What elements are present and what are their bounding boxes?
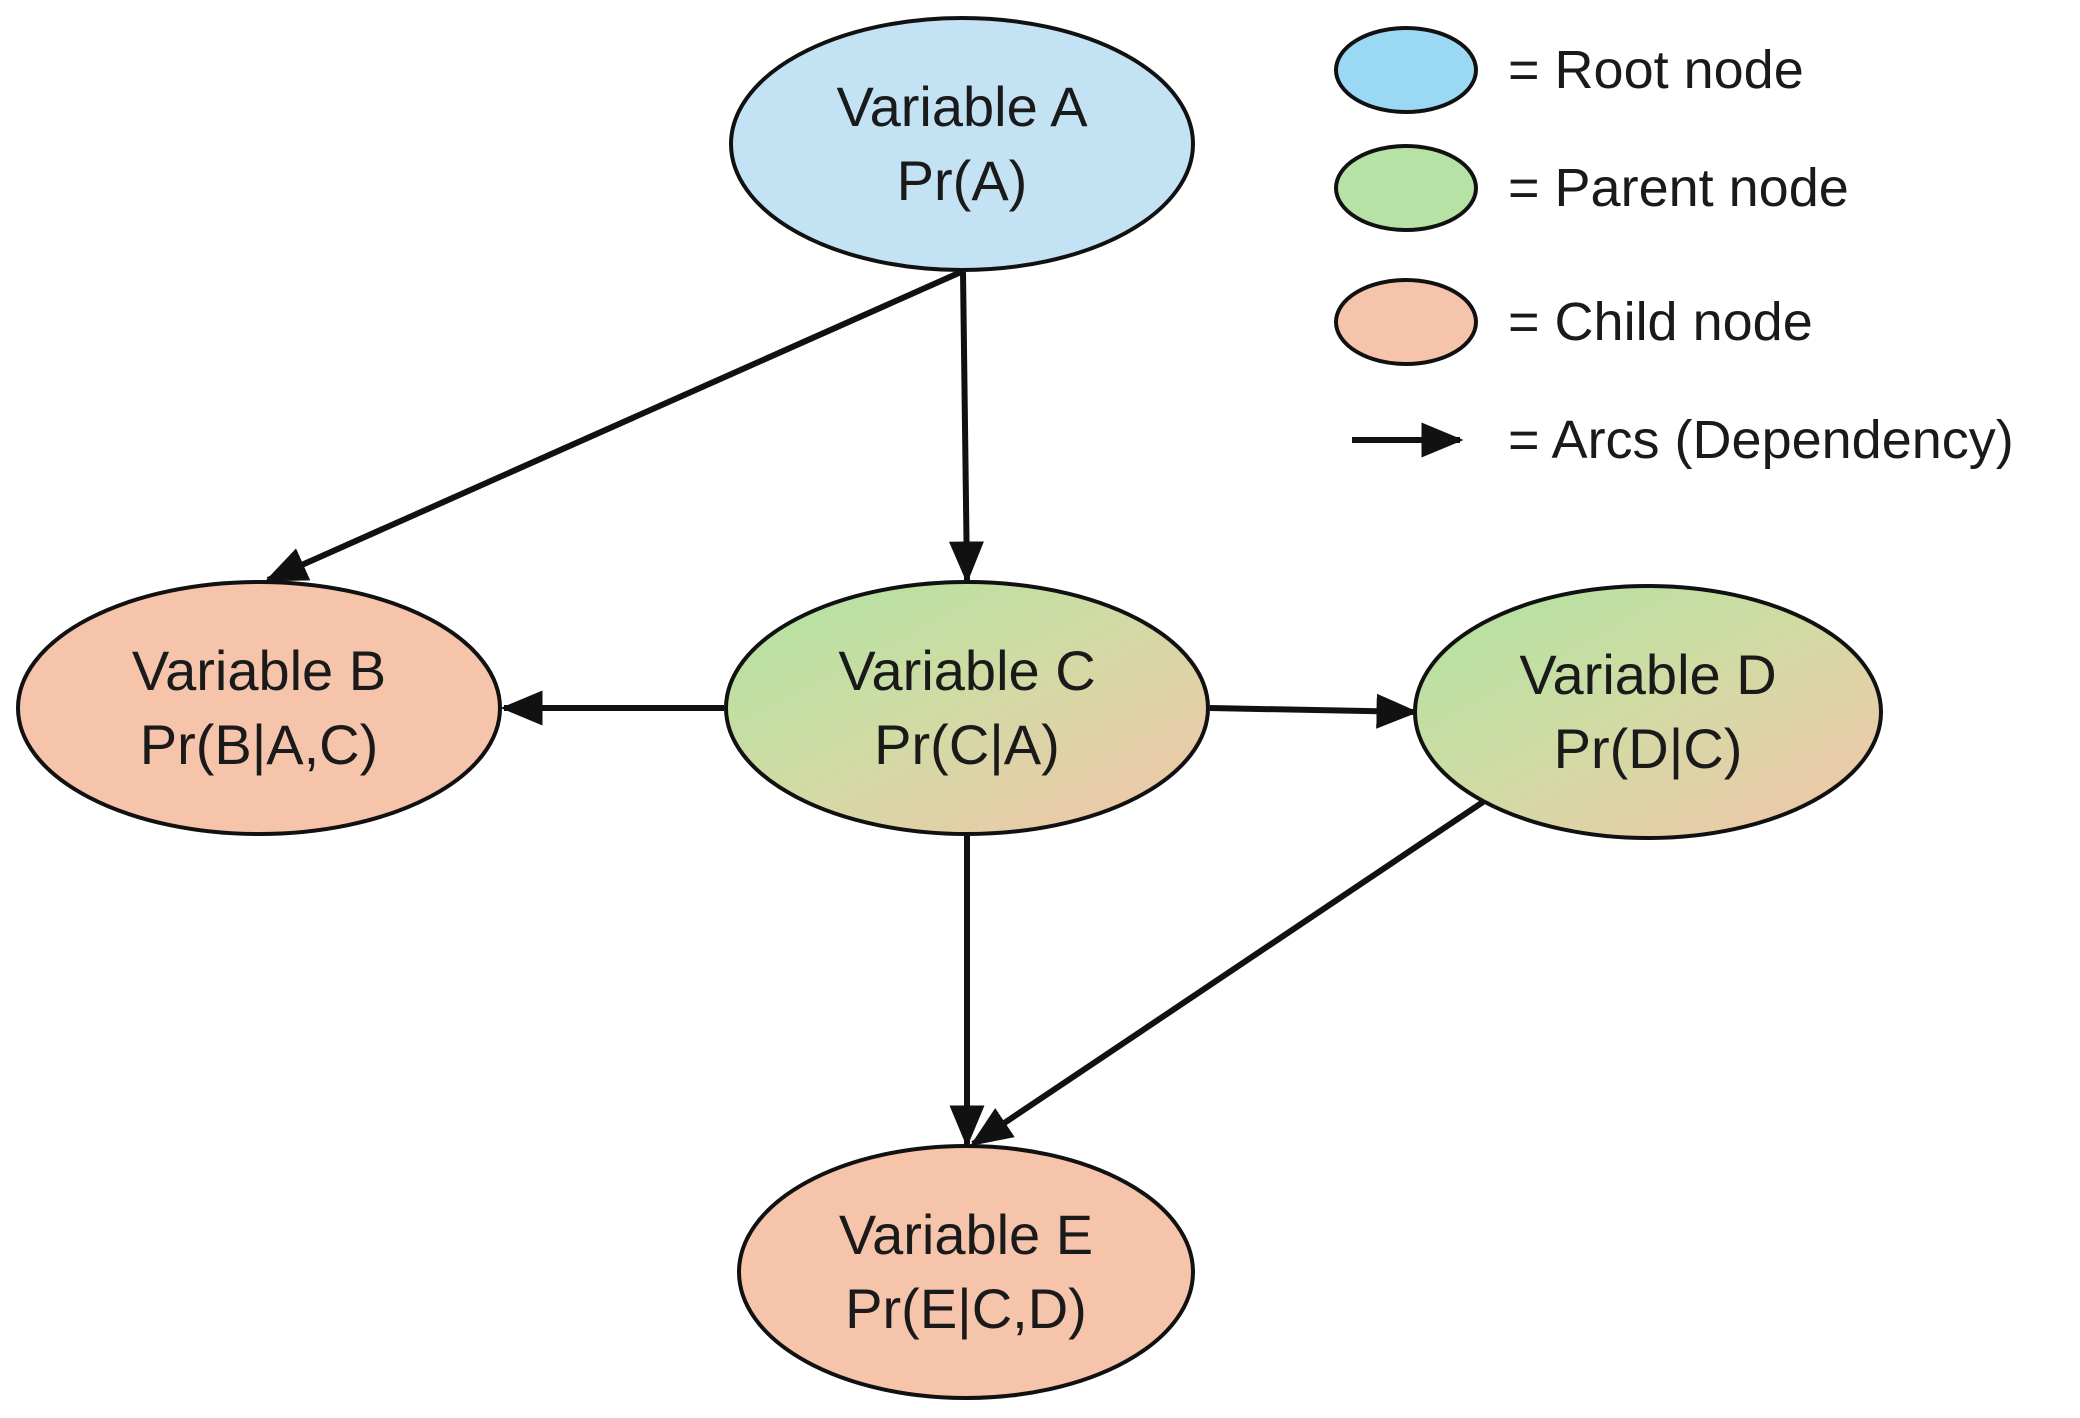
- legend-child: = Child node: [1334, 278, 1813, 366]
- node-e-ellipse: [737, 1144, 1195, 1400]
- arc-c-to-d: [1209, 693, 1419, 729]
- node-c-ellipse: [724, 580, 1210, 836]
- legend-child-label: = Child node: [1508, 292, 1813, 352]
- arcs-group: [264, 269, 1485, 1148]
- node-e: Variable E Pr(E|C,D): [737, 1144, 1195, 1400]
- legend-parent-swatch: [1334, 144, 1478, 232]
- node-b: Variable B Pr(B|A,C): [16, 580, 502, 836]
- node-e-prob: Pr(E|C,D): [845, 1277, 1087, 1340]
- legend-root: = Root node: [1334, 26, 1804, 114]
- node-a-ellipse: [729, 16, 1195, 272]
- legend-arc-label: = Arcs (Dependency): [1508, 410, 2014, 470]
- legend: = Root node = Parent node = Child node =…: [1334, 26, 2014, 470]
- node-c: Variable C Pr(C|A): [724, 580, 1210, 836]
- node-b-ellipse: [16, 580, 502, 836]
- node-b-prob: Pr(B|A,C): [140, 713, 379, 776]
- node-e-name: Variable E: [839, 1203, 1093, 1266]
- node-a: Variable A Pr(A): [729, 16, 1195, 272]
- arc-a-to-c: [949, 271, 984, 584]
- node-d-prob: Pr(D|C): [1554, 717, 1743, 780]
- node-c-prob: Pr(C|A): [874, 713, 1060, 776]
- arc-d-to-e: [970, 799, 1485, 1147]
- node-d-ellipse: [1413, 584, 1883, 840]
- legend-parent-label: = Parent node: [1508, 158, 1849, 218]
- legend-root-swatch: [1334, 26, 1478, 114]
- node-d: Variable D Pr(D|C): [1413, 584, 1883, 840]
- node-a-name: Variable A: [836, 75, 1088, 138]
- legend-parent: = Parent node: [1334, 144, 1849, 232]
- node-c-name: Variable C: [838, 639, 1095, 702]
- node-d-name: Variable D: [1519, 643, 1776, 706]
- node-a-prob: Pr(A): [897, 149, 1028, 212]
- legend-child-swatch: [1334, 278, 1478, 366]
- node-b-name: Variable B: [132, 639, 386, 702]
- arc-a-to-b: [264, 269, 963, 583]
- legend-root-label: = Root node: [1508, 40, 1804, 100]
- legend-arc: = Arcs (Dependency): [1352, 410, 2014, 470]
